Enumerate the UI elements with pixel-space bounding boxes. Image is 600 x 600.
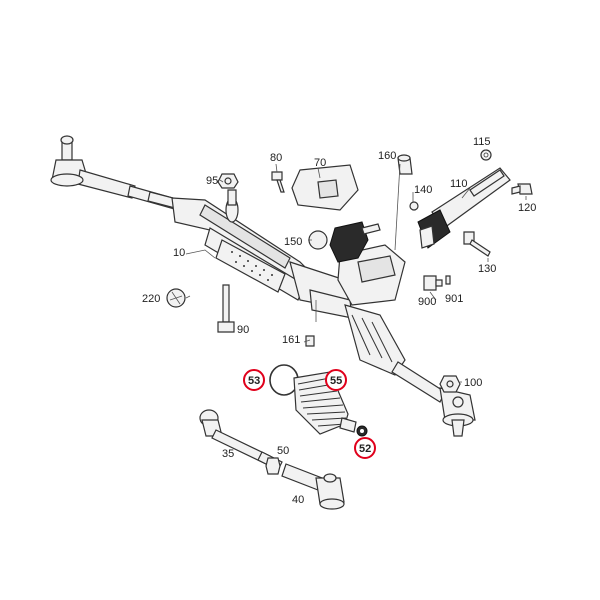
- callout-40: 40: [292, 494, 304, 506]
- part-900-sensor: [423, 275, 451, 291]
- callout-140: 140: [414, 184, 432, 196]
- part-52-clip: [356, 425, 368, 437]
- right-tie-rod-end: [439, 387, 476, 437]
- right-bellows-installed: [344, 304, 446, 403]
- callout-110: 110: [450, 178, 468, 190]
- part-140-washer: [409, 201, 419, 211]
- callout-115: 115: [473, 136, 491, 148]
- callout-220: 220: [142, 293, 160, 305]
- callout-53: 53: [248, 375, 260, 387]
- part-90-bolt: [217, 284, 235, 333]
- callout-55: 55: [330, 375, 342, 387]
- callout-100: 100: [464, 377, 482, 389]
- callout-35: 35: [222, 448, 234, 460]
- callout-70: 70: [314, 157, 326, 169]
- callout-130: 130: [478, 263, 496, 275]
- rack-housing: [171, 189, 406, 319]
- part-120-bolt: [511, 183, 533, 195]
- bushing-dots: [231, 251, 273, 281]
- highlight-rings: [243, 369, 376, 459]
- highlight-ring-53: [243, 369, 265, 391]
- highlight-ring-52: [354, 437, 376, 459]
- part-130-bolt: [463, 231, 491, 257]
- left-tie-rod-end: [50, 135, 136, 199]
- callout-901: 901: [445, 293, 463, 305]
- part-80-bolt: [271, 171, 285, 193]
- callout-160: 160: [378, 150, 396, 162]
- callout-161: 161: [282, 334, 300, 346]
- part-100-nut: [439, 375, 461, 393]
- callout-80: 80: [270, 152, 282, 164]
- part-95-nut: [217, 173, 239, 189]
- part-161-bolt: [305, 335, 315, 347]
- part-70-bracket: [291, 164, 359, 211]
- callout-50: 50: [277, 445, 289, 457]
- part-220-symbol: [166, 288, 186, 308]
- part-50-nut: [265, 457, 281, 475]
- part-40-tie-rod-end: [281, 463, 345, 510]
- leader-lines: [185, 149, 527, 383]
- callout-150: 150: [284, 236, 302, 248]
- highlight-ring-55: [325, 369, 347, 391]
- callout-120: 120: [518, 202, 536, 214]
- callout-10: 10: [173, 247, 185, 259]
- callout-900: 900: [418, 296, 436, 308]
- callout-95: 95: [206, 175, 218, 187]
- callout-labels: 10 35 40 50 52 53 55 70 80 90 95 100 110…: [142, 136, 536, 506]
- callout-52: 52: [359, 443, 371, 455]
- callout-90: 90: [237, 324, 249, 336]
- part-115-washer: [480, 149, 492, 161]
- part-110-shaft: [417, 167, 511, 249]
